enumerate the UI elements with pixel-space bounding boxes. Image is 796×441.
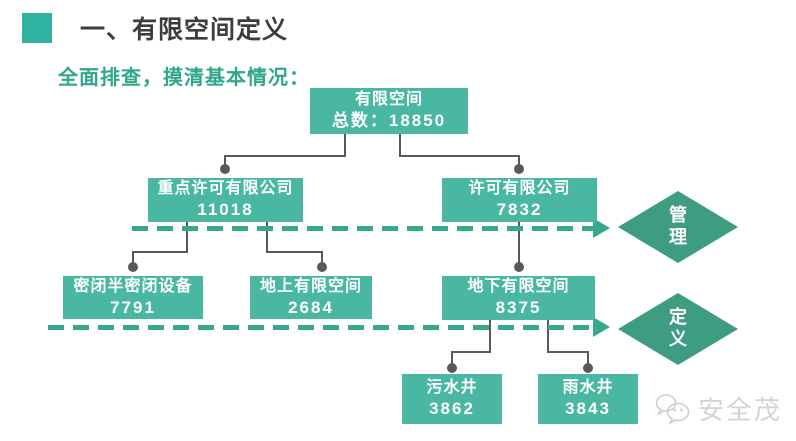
node-enclosed-value: 7791 (110, 297, 156, 317)
node-key-permit: 重点许可有限公司 11018 (148, 178, 303, 222)
node-rain-well-label: 雨水井 (562, 379, 614, 397)
watermark: 安全茂 (652, 390, 782, 427)
node-rain-well-value: 3843 (565, 399, 611, 419)
definition-dashed-arrow (48, 316, 610, 338)
dashed-line (48, 324, 595, 330)
subtitle: 全面排查，摸清基本情况： (58, 67, 310, 89)
node-sewage-well-label: 污水井 (426, 379, 478, 397)
arrow-head-icon (593, 317, 610, 337)
node-below-ground: 地下有限空间 8375 (442, 276, 595, 320)
node-below-ground-label: 地下有限空间 (467, 278, 570, 296)
definition-diamond-label: 定义 (668, 307, 687, 349)
node-above-ground-label: 地上有限空间 (259, 277, 362, 295)
arrow-head-icon (593, 218, 610, 238)
node-enclosed-label: 密闭半密闭设备 (73, 277, 193, 295)
title-bullet-square (22, 13, 52, 43)
node-permit-value: 7832 (496, 200, 543, 220)
node-enclosed: 密闭半密闭设备 7791 (63, 276, 203, 319)
management-dashed-arrow (132, 217, 610, 239)
node-rain-well: 雨水井 3843 (538, 374, 638, 424)
node-sewage-well: 污水井 3862 (402, 374, 502, 424)
page-title: 一、有限空间定义 (80, 16, 289, 44)
node-root: 有限空间 总数：18850 (310, 88, 468, 134)
definition-diamond: 定义 (618, 293, 738, 365)
node-root-value: 总数：18850 (331, 111, 447, 131)
wechat-icon (655, 393, 690, 425)
node-key-permit-value: 11018 (197, 200, 254, 220)
node-key-permit-label: 重点许可有限公司 (157, 180, 294, 198)
management-diamond-label: 管理 (668, 205, 687, 247)
node-above-ground-value: 2684 (288, 297, 334, 317)
dashed-line (132, 225, 595, 231)
node-above-ground: 地上有限空间 2684 (250, 276, 372, 319)
watermark-brand: 安全茂 (698, 395, 783, 425)
node-permit-label: 许可有限公司 (468, 180, 571, 198)
node-sewage-well-value: 3862 (429, 399, 475, 419)
node-below-ground-value: 8375 (495, 298, 542, 318)
management-diamond: 管理 (618, 191, 738, 263)
node-root-label: 有限空间 (354, 91, 423, 109)
node-permit: 许可有限公司 7832 (442, 178, 597, 222)
